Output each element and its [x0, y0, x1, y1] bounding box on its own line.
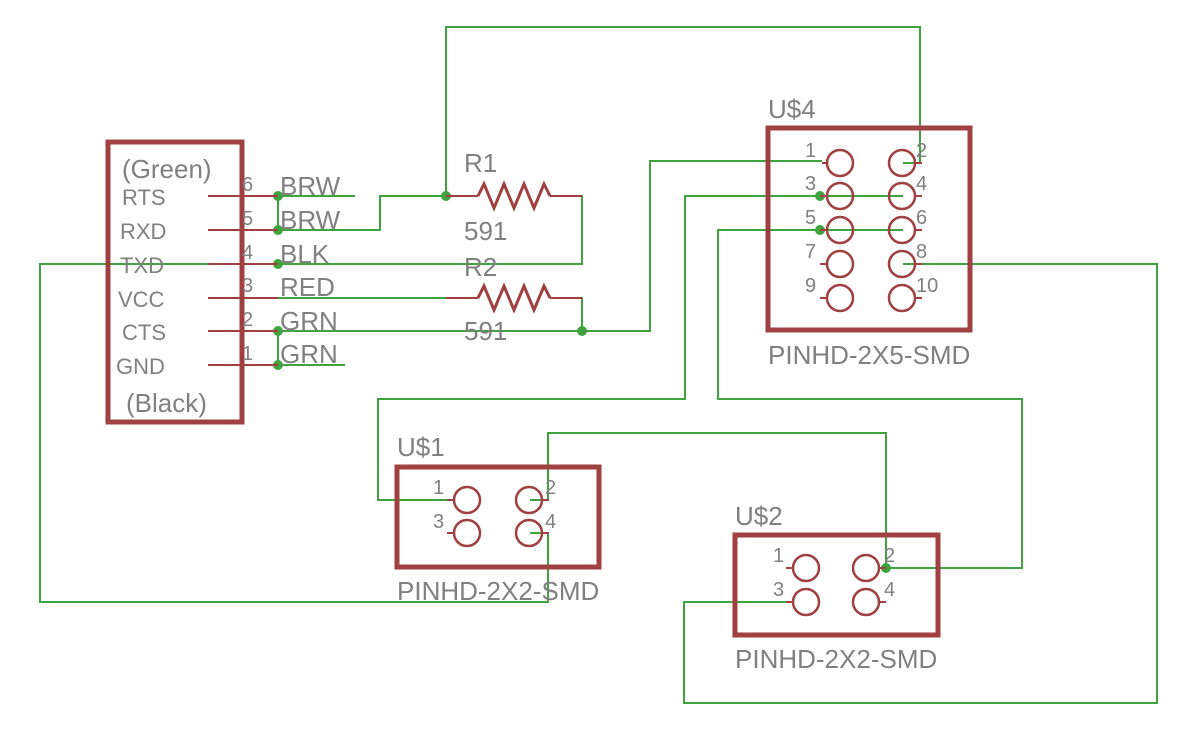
u1-pin-number: 2 [545, 477, 556, 499]
u4-pin-number: 5 [805, 207, 816, 229]
connector-signal-label: RTS [122, 185, 166, 210]
connector-signal-label: GND [116, 354, 165, 379]
u4-pad-7 [825, 249, 855, 279]
u4-pin-number: 1 [805, 140, 816, 162]
connector-wire-color-label: BRW [280, 171, 341, 201]
connector-bottom-note: (Black) [126, 388, 207, 418]
u4-leads-right [915, 162, 922, 299]
wire-cts-to-r2 [278, 160, 822, 332]
connector-signal-label: VCC [118, 287, 165, 312]
u2-pin-number: 2 [884, 545, 895, 567]
u1-pin-number: 1 [433, 477, 444, 499]
resistor-r2: R2 591 [446, 252, 582, 346]
connector-pin-number: 2 [242, 309, 253, 331]
u2-pin-number: 4 [884, 579, 895, 601]
connector-pin-number: 1 [242, 343, 253, 365]
u2-name: U$2 [735, 501, 783, 531]
connector-body [105, 139, 245, 425]
connector-pin-number: 5 [242, 208, 253, 230]
u1-pin-number: 3 [433, 511, 444, 533]
resistor-r1: R1 591 [446, 148, 582, 246]
connector-pin-number: 6 [242, 174, 253, 196]
connector-wire-color-label: GRN [280, 306, 338, 336]
connector-pin-number: 4 [242, 242, 253, 264]
u1-pad-1 [452, 485, 482, 515]
connector-wire-color-label: BRW [280, 205, 341, 235]
u4-name: U$4 [768, 94, 816, 124]
wire-u4-pin5-to-u2-pin2 [717, 229, 1023, 569]
connector-signal-label: RXD [120, 219, 166, 244]
u2-pad-4 [851, 587, 881, 617]
u2-body [732, 532, 941, 638]
u4-pad-10 [887, 283, 917, 313]
u4-pad-9 [825, 283, 855, 313]
wire-u4-pin3-to-u1-pin1 [377, 195, 903, 501]
u1-body [394, 464, 602, 570]
u4-pin-number: 2 [916, 140, 927, 162]
u1-leads [447, 499, 549, 534]
u4-package: PINHD-2X5-SMD [768, 340, 970, 370]
connector-signal-label: TXD [120, 253, 164, 278]
u4-body [765, 125, 973, 333]
connector-wire-color-label: GRN [280, 339, 338, 369]
r1-name: R1 [464, 148, 497, 178]
u4-pin-number: 6 [916, 207, 927, 229]
connector-wire-color-label: BLK [280, 239, 330, 269]
connector-pin-number: 3 [242, 275, 253, 297]
header-u4: U$4 PINHD-2X5-SMD 1 2 3 4 5 6 7 8 9 10 [765, 94, 973, 370]
r1-value: 591 [464, 216, 507, 246]
wire-u2-pin2-to-u1-pin2 [530, 432, 887, 568]
wire-r1-to-u4-pin2 [445, 26, 921, 196]
u4-pin-number: 7 [805, 241, 816, 263]
connector-signal-label: CTS [122, 320, 166, 345]
junction-r2-right [577, 326, 587, 336]
u1-pin-number: 4 [545, 511, 556, 533]
connector-top-note: (Green) [122, 154, 212, 184]
u2-pad-3 [791, 587, 821, 617]
connector-wire-color-label: RED [280, 272, 335, 302]
u4-leads-left [820, 195, 827, 299]
wire-r2-right [550, 297, 583, 331]
u2-leads [786, 567, 886, 603]
u4-pad-1 [825, 148, 855, 178]
u2-pin-number: 3 [773, 579, 784, 601]
u4-pin-number: 10 [916, 275, 938, 297]
r2-value: 591 [464, 316, 507, 346]
u2-pad-2 [851, 553, 881, 583]
u1-package: PINHD-2X2-SMD [397, 576, 599, 606]
u4-pin-number: 3 [805, 173, 816, 195]
u2-package: PINHD-2X2-SMD [735, 644, 937, 674]
r2-name: R2 [464, 252, 497, 282]
r2-zigzag [476, 282, 552, 314]
header-u1: U$1 PINHD-2X2-SMD 1 2 3 4 [394, 432, 602, 606]
wire-rxd-to-r1 [278, 195, 478, 231]
u4-pin-number: 4 [916, 173, 927, 195]
u4-pin-number: 8 [916, 241, 927, 263]
u1-name: U$1 [397, 432, 445, 462]
r1-zigzag [476, 180, 552, 212]
u1-pad-3 [452, 518, 482, 548]
u4-pin-number: 9 [805, 275, 816, 297]
header-u2: U$2 PINHD-2X2-SMD 1 2 3 4 [732, 501, 941, 674]
u2-pin-number: 1 [773, 545, 784, 567]
wire-u4-pin8-to-u2-pin3 [683, 263, 1158, 704]
u2-pad-1 [791, 553, 821, 583]
cable-connector: (Green) (Black) RTS RXD TXD VCC CTS GND … [105, 139, 341, 425]
